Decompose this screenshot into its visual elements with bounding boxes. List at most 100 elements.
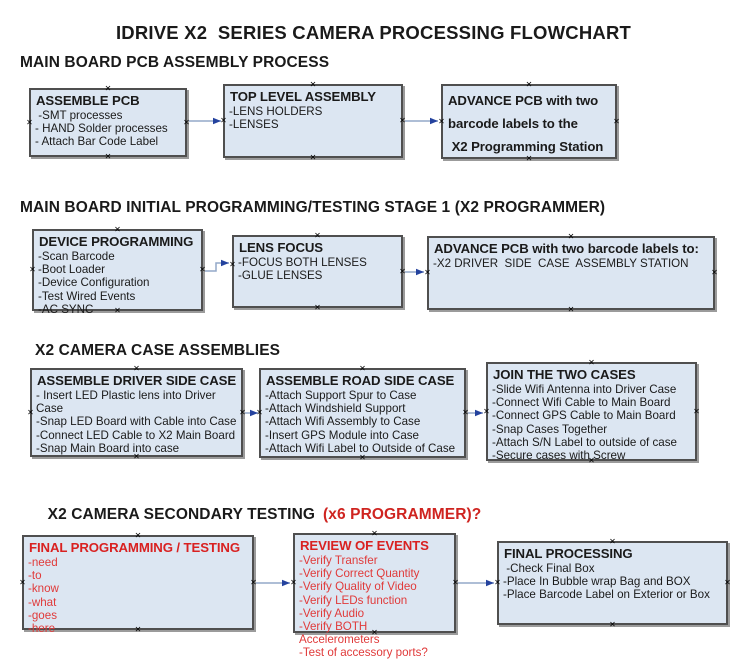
connector-handle-icon[interactable]: ✕ <box>567 305 575 314</box>
connector-handle-icon[interactable]: ✕ <box>133 452 140 461</box>
connector-arrow-elbow[interactable] <box>205 259 229 272</box>
connector-handle-icon[interactable]: ✕ <box>399 116 406 125</box>
connector-handle-icon[interactable]: ✕ <box>613 116 620 126</box>
connector-handle-icon[interactable]: ✕ <box>494 578 501 587</box>
flow-box-final-processing[interactable]: ✕ ✕ ✕ ✕ FINAL PROCESSING -Check Final Bo… <box>494 537 731 629</box>
connector-handle-icon[interactable]: ✕ <box>525 80 533 89</box>
connector-handle-icon[interactable]: ✕ <box>609 537 616 546</box>
flow-box-final-programming-testing[interactable]: ✕ ✕ ✕ ✕ FINAL PROGRAMMING / TESTING -nee… <box>19 531 257 636</box>
box-item: -know <box>28 582 59 596</box>
flow-box-advance-pcb-programming-station[interactable]: ✕ ✕ ✕ ✕ ADVANCE PCB with two barcode lab… <box>438 80 620 163</box>
box-title: REVIEW OF EVENTS <box>300 538 429 553</box>
connector-handle-icon[interactable]: ✕ <box>371 628 378 637</box>
connector-handle-icon[interactable]: ✕ <box>229 259 236 269</box>
box-item: -Attach Windshield Support <box>265 402 406 416</box>
connector-handle-icon[interactable]: ✕ <box>239 407 246 417</box>
connector-handle-icon[interactable]: ✕ <box>27 407 34 417</box>
box-item: -Attach S/N Label to outside of case <box>492 435 677 449</box>
box-title: ASSEMBLE DRIVER SIDE CASE <box>37 373 237 388</box>
box-item: -GLUE LENSES <box>238 269 323 283</box>
flow-box-review-of-events[interactable]: ✕ ✕ ✕ ✕ REVIEW OF EVENTS -Verify Transfe… <box>290 529 459 660</box>
flow-box-assemble-pcb[interactable]: ✕ ✕ ✕ ✕ ASSEMBLE PCB -SMT processes - HA… <box>26 84 190 161</box>
connector-handle-icon[interactable]: ✕ <box>290 578 297 587</box>
connector-handle-icon[interactable]: ✕ <box>183 117 190 127</box>
connector-handle-icon[interactable]: ✕ <box>452 578 459 587</box>
box-title: JOIN THE TWO CASES <box>493 367 636 382</box>
box-item: - Attach Bar Code Label <box>35 135 159 149</box>
connector-handle-icon[interactable]: ✕ <box>134 625 142 634</box>
flow-box-device-programming[interactable]: ✕ ✕ ✕ ✕ DEVICE PROGRAMMING -Scan Barcode… <box>29 225 206 316</box>
connector-handle-icon[interactable]: ✕ <box>314 303 321 312</box>
box-item: -Verify BOTH Accelerometers <box>299 620 380 647</box>
connector-handle-icon[interactable]: ✕ <box>588 358 595 367</box>
connector-handle-icon[interactable]: ✕ <box>567 232 575 241</box>
box-item: -Test of accessory ports? <box>299 646 428 660</box>
box-item: -X2 DRIVER SIDE CASE ASSEMBLY STATION <box>433 257 689 270</box>
connector-handle-icon[interactable]: ✕ <box>424 268 431 277</box>
connector-handle-icon[interactable]: ✕ <box>220 116 227 125</box>
box-title: ADVANCE PCB with two barcode labels to t… <box>448 93 604 154</box>
box-item: -Secure cases with Screw <box>492 449 626 463</box>
box-item: -Boot Loader <box>38 263 106 277</box>
connector-handle-icon[interactable]: ✕ <box>483 406 490 416</box>
box-item: -Insert GPS Module into Case <box>265 428 420 442</box>
box-title: TOP LEVEL ASSEMBLY <box>230 89 376 104</box>
connector-handle-icon[interactable]: ✕ <box>134 531 142 540</box>
box-item: -Snap Main Board into case <box>36 441 180 455</box>
page-title: IDRIVE X2 SERIES CAMERA PROCESSING FLOWC… <box>115 22 632 43</box>
connector-handle-icon[interactable]: ✕ <box>462 408 469 417</box>
box-item: -Snap LED Board with Cable into Case <box>36 415 237 429</box>
box-item: -Attach Wifi Assembly to Case <box>265 415 421 429</box>
box-item: -to <box>28 569 42 583</box>
connector-handle-icon[interactable]: ✕ <box>26 117 33 127</box>
connector-handle-icon[interactable]: ✕ <box>104 152 112 161</box>
connector-handle-icon[interactable]: ✕ <box>114 306 121 315</box>
connector-handle-icon[interactable]: ✕ <box>104 84 112 93</box>
connector-handle-icon[interactable]: ✕ <box>359 364 366 373</box>
connector-handle-icon[interactable]: ✕ <box>133 364 140 373</box>
box-item: -SMT processes <box>35 109 123 122</box>
connector-handle-icon[interactable]: ✕ <box>399 266 406 276</box>
flow-box-join-the-two-cases[interactable]: ✕ ✕ ✕ ✕ JOIN THE TWO CASES -Slide Wifi A… <box>483 358 700 465</box>
flow-box-top-level-assembly[interactable]: ✕ ✕ ✕ ✕ TOP LEVEL ASSEMBLY -LENS HOLDERS… <box>220 80 406 162</box>
section-heading-secondary-testing: X2 CAMERA SECONDARY TESTING(x6 PROGRAMME… <box>30 488 482 542</box>
connector-handle-icon[interactable]: ✕ <box>609 620 616 629</box>
box-item: -Attach Support Spur to Case <box>265 389 417 402</box>
box-item: -here <box>28 622 56 636</box>
connector-handle-icon[interactable]: ✕ <box>438 116 445 126</box>
box-title: DEVICE PROGRAMMING <box>39 234 194 249</box>
flow-box-lens-focus[interactable]: ✕ ✕ ✕ ✕ LENS FOCUS -FOCUS BOTH LENSES -G… <box>229 231 406 312</box>
box-title: LENS FOCUS <box>239 240 323 255</box>
connector-handle-icon[interactable]: ✕ <box>693 406 700 416</box>
flow-box-advance-pcb-driver-side[interactable]: ✕ ✕ ✕ ✕ ADVANCE PCB with two barcode lab… <box>424 232 718 314</box>
connector-handle-icon[interactable]: ✕ <box>724 578 731 587</box>
connector-handle-icon[interactable]: ✕ <box>588 456 595 465</box>
box-item: -Snap Cases Together <box>492 422 608 436</box>
flow-box-assemble-road-side-case[interactable]: ✕ ✕ ✕ ✕ ASSEMBLE ROAD SIDE CASE -Attach … <box>256 364 469 462</box>
connector-handle-icon[interactable]: ✕ <box>309 80 317 89</box>
box-item: -Attach Wifi Label to Outside of Case <box>265 441 456 455</box>
box-item: -Device Configuration <box>38 276 150 290</box>
connector-handle-icon[interactable]: ✕ <box>711 268 718 277</box>
connector-handle-icon[interactable]: ✕ <box>29 265 36 274</box>
connector-handle-icon[interactable]: ✕ <box>309 153 317 162</box>
box-item: -Scan Barcode <box>38 250 115 263</box>
connector-handle-icon[interactable]: ✕ <box>250 577 257 587</box>
connector-handle-icon[interactable]: ✕ <box>256 408 263 417</box>
box-item: -Place In Bubble wrap Bag and BOX <box>503 575 691 589</box>
connector-handle-icon[interactable]: ✕ <box>199 265 206 274</box>
box-item: -Verify LEDs function <box>299 593 408 607</box>
section-heading-black-part: X2 CAMERA SECONDARY TESTING <box>47 506 316 523</box>
box-title: ASSEMBLE ROAD SIDE CASE <box>266 373 455 388</box>
connector-handle-icon[interactable]: ✕ <box>114 225 121 234</box>
connector-handle-icon[interactable]: ✕ <box>314 231 321 240</box>
box-item: - Insert LED Plastic lens into Driver Ca… <box>36 389 219 416</box>
connector-handle-icon[interactable]: ✕ <box>525 154 533 163</box>
connector-handle-icon[interactable]: ✕ <box>371 529 378 538</box>
box-item: -Place Barcode Label on Exterior or Box <box>503 588 710 602</box>
connector-handle-icon[interactable]: ✕ <box>19 577 26 587</box>
box-item: -Slide Wifi Antenna into Driver Case <box>492 383 677 396</box>
connector-handle-icon[interactable]: ✕ <box>359 453 366 462</box>
section-heading-pcb-assembly: MAIN BOARD PCB ASSEMBLY PROCESS <box>20 54 330 71</box>
flow-box-assemble-driver-side-case[interactable]: ✕ ✕ ✕ ✕ ASSEMBLE DRIVER SIDE CASE - Inse… <box>27 364 246 461</box>
